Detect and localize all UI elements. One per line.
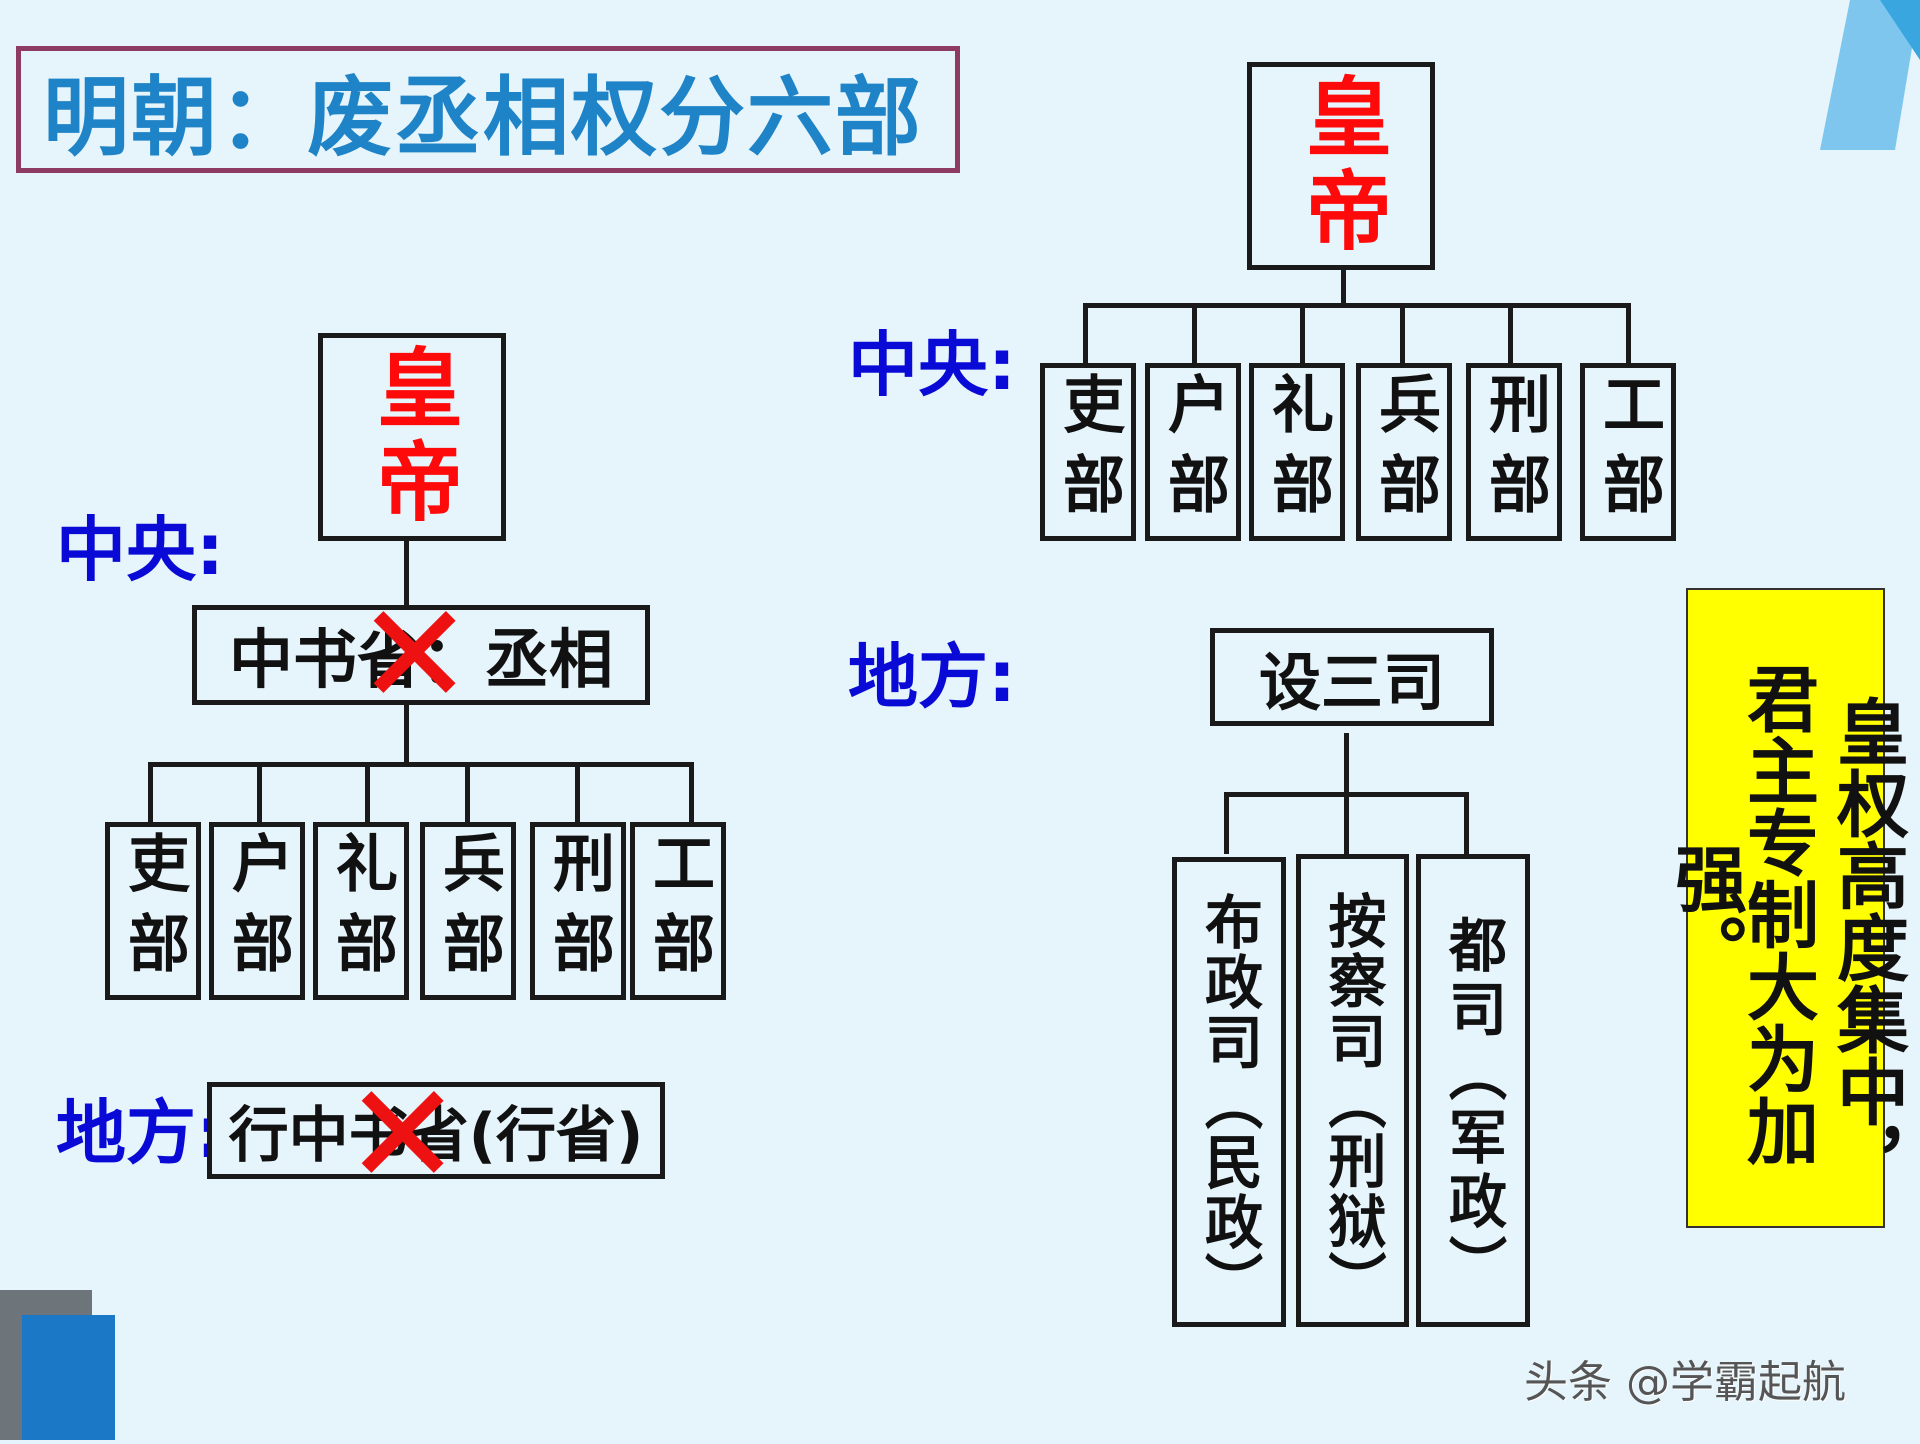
right-connector-emperor <box>1341 270 1346 308</box>
left-local-box: 行中书省(行省) <box>207 1082 665 1179</box>
right-tick <box>1300 303 1305 363</box>
left-ministry-lii: 礼部 <box>313 822 409 1000</box>
right-si-bar <box>1224 792 1469 797</box>
right-ministry-li: 吏部 <box>1040 363 1136 541</box>
left-local-label: 地方: <box>56 1092 224 1174</box>
right-tick <box>1192 303 1197 363</box>
right-local-label: 地方: <box>848 636 1016 718</box>
left-tick <box>365 762 370 822</box>
right-ministry-xing: 刑部 <box>1466 363 1562 541</box>
right-si-tick <box>1464 792 1469 854</box>
title-box: 明朝：废丞相权分六部 <box>16 46 960 173</box>
right-emperor-box: 皇帝 <box>1247 62 1435 270</box>
right-tick <box>1508 303 1513 363</box>
right-ministry-hu: 户部 <box>1145 363 1241 541</box>
left-connector-emperor <box>404 541 409 605</box>
cross-mark-icon: ✕ <box>356 574 474 737</box>
left-emperor-text: 皇帝 <box>361 343 462 531</box>
left-ministry-xing: 刑部 <box>530 822 626 1000</box>
right-three-si-text: 设三司 <box>1258 646 1445 719</box>
right-tick <box>1626 303 1631 363</box>
left-emperor-box: 皇帝 <box>318 333 506 541</box>
right-tick <box>1083 303 1088 363</box>
left-ministry-hu: 户部 <box>209 822 305 1000</box>
right-central-label: 中央: <box>848 324 1016 406</box>
right-ministry-bar <box>1083 303 1631 308</box>
cross-mark-icon: ✕ <box>344 1054 462 1217</box>
right-si-buzheng: 布政司（民政） <box>1172 857 1286 1327</box>
note-line-2: 君主专制大为加强。 <box>1662 662 1819 1166</box>
right-si-ancha: 按察司（刑狱） <box>1296 854 1409 1327</box>
left-secretariat-text: 中书省：丞相 <box>229 624 613 698</box>
right-ministry-lii: 礼部 <box>1249 363 1345 541</box>
left-tick <box>257 762 262 822</box>
left-ministry-gong: 工部 <box>630 822 726 1000</box>
left-tick <box>575 762 580 822</box>
right-ministry-bing: 兵部 <box>1356 363 1452 541</box>
left-ministry-bing: 兵部 <box>420 822 516 1000</box>
left-secretariat-box: 中书省：丞相 <box>192 605 650 705</box>
right-three-si-box: 设三司 <box>1210 628 1494 726</box>
left-tick <box>465 762 470 822</box>
left-central-label: 中央: <box>56 509 224 591</box>
corner-decoration-bottom-left <box>0 1290 115 1440</box>
left-tick <box>689 762 694 822</box>
note-line-1: 皇权高度集中， <box>1824 695 1909 1199</box>
right-emperor-text: 皇帝 <box>1290 72 1391 260</box>
left-tick <box>148 762 153 822</box>
page-title: 明朝：废丞相权分六部 <box>43 68 923 168</box>
right-ministry-gong: 工部 <box>1580 363 1676 541</box>
right-tick <box>1400 303 1405 363</box>
left-ministry-bar <box>148 762 694 767</box>
right-si-tick <box>1224 792 1229 854</box>
conclusion-note: 皇权高度集中， 君主专制大为加强。 <box>1663 588 1909 1228</box>
left-local-text: 行中书省(行省) <box>228 1101 644 1171</box>
corner-decoration-top-right <box>1820 0 1920 150</box>
left-ministry-li: 吏部 <box>105 822 201 1000</box>
left-connector-secretariat <box>404 705 409 767</box>
watermark: 头条 @学霸起航 <box>1524 1357 1846 1408</box>
right-si-dusi: 都司（军政） <box>1416 854 1530 1327</box>
